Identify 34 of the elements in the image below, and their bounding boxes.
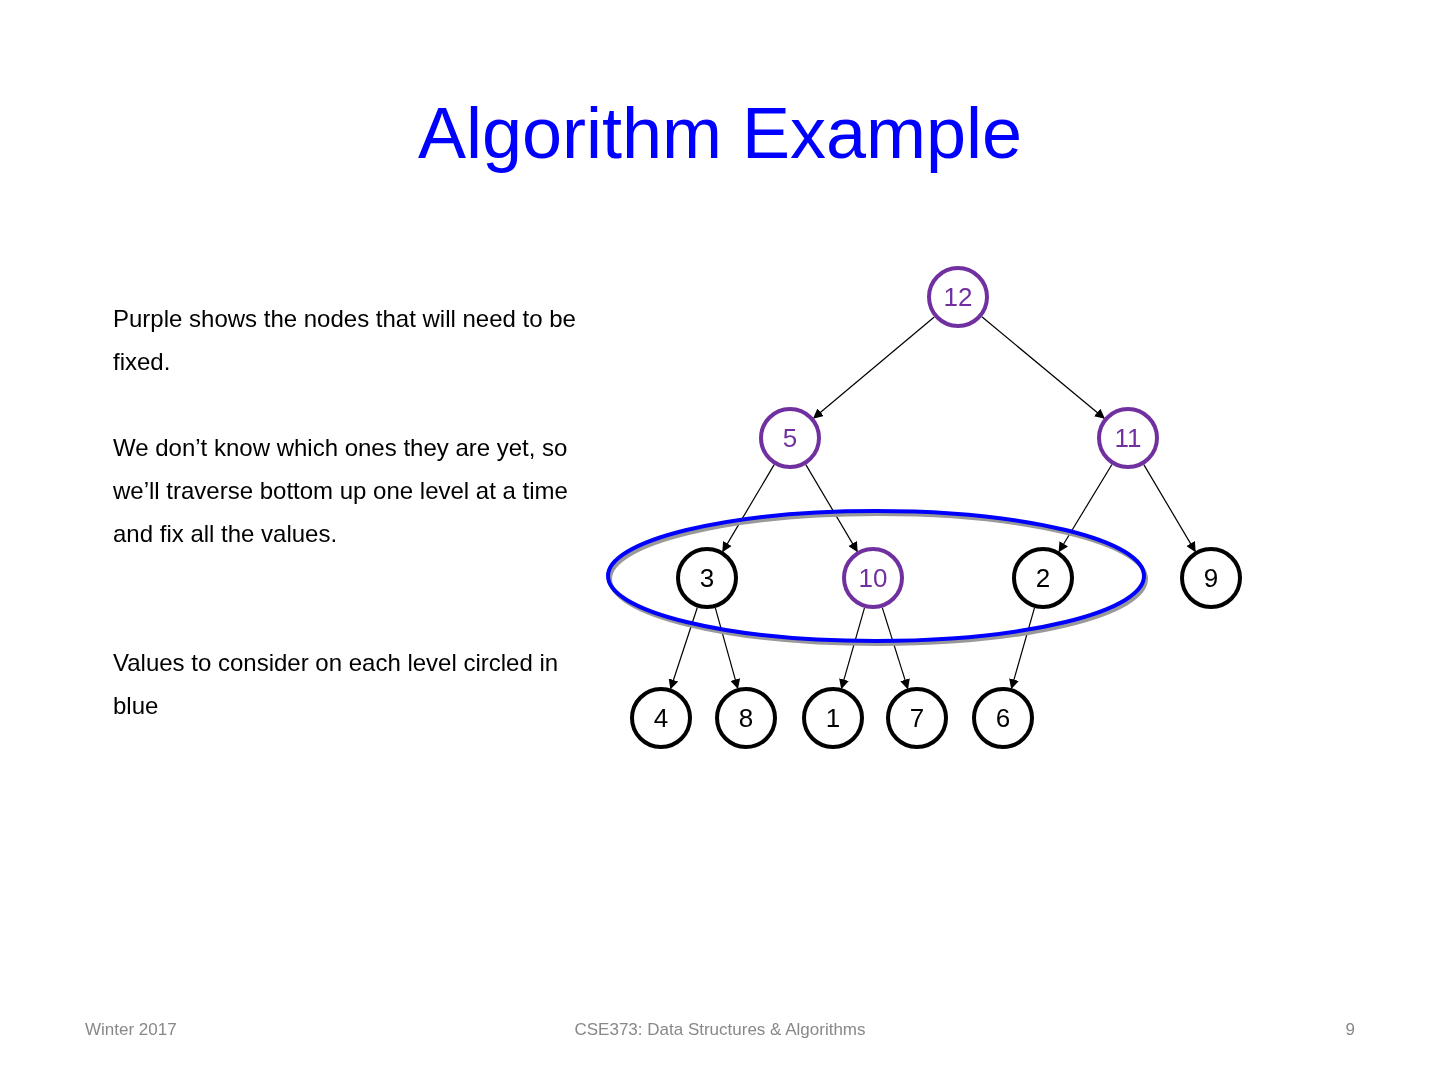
tree-node-circle [1012, 547, 1074, 609]
footer-date: Winter 2017 [85, 1020, 177, 1040]
explanation-paragraph: Purple shows the nodes that will need to be fixed. [113, 304, 577, 377]
arrow [1058, 463, 1113, 553]
slide-number: 9 [1345, 1020, 1355, 1040]
tree-node-circle [1097, 407, 1159, 469]
arrow [813, 316, 935, 419]
arrow [668, 606, 698, 690]
node-value: 12 [943, 281, 973, 313]
node-value: 11 [1114, 422, 1142, 454]
node-value: 2 [1035, 562, 1051, 594]
node-value: 7 [909, 702, 925, 734]
node-value: 5 [782, 422, 798, 454]
node-value: 9 [1203, 562, 1219, 594]
arrow [981, 316, 1105, 419]
arrow [839, 607, 866, 690]
tree-node-circle [759, 407, 821, 469]
node-value: 6 [995, 702, 1011, 734]
footer-course: CSE373: Data Structures & Algorithms [574, 1020, 866, 1040]
arrow [805, 464, 858, 553]
arrow [1143, 464, 1196, 553]
arrow [1009, 607, 1036, 690]
arrow [881, 606, 910, 690]
explanation-paragraph: We don’t know which ones they are yet, so we’ll traverse bottom up one level at a time and fix all the values. [113, 433, 569, 549]
arrow [714, 607, 741, 690]
node-value: 1 [825, 702, 841, 734]
node-value: 3 [699, 562, 715, 594]
arrow [722, 464, 775, 553]
explanation-paragraph: Values to consider on each level circled in blue [113, 648, 560, 721]
node-value: 4 [653, 702, 669, 734]
node-value: 10 [858, 562, 888, 594]
slide-title: Algorithm Example [416, 92, 1024, 174]
node-value: 8 [738, 702, 754, 734]
tree-node-circle [927, 266, 989, 328]
